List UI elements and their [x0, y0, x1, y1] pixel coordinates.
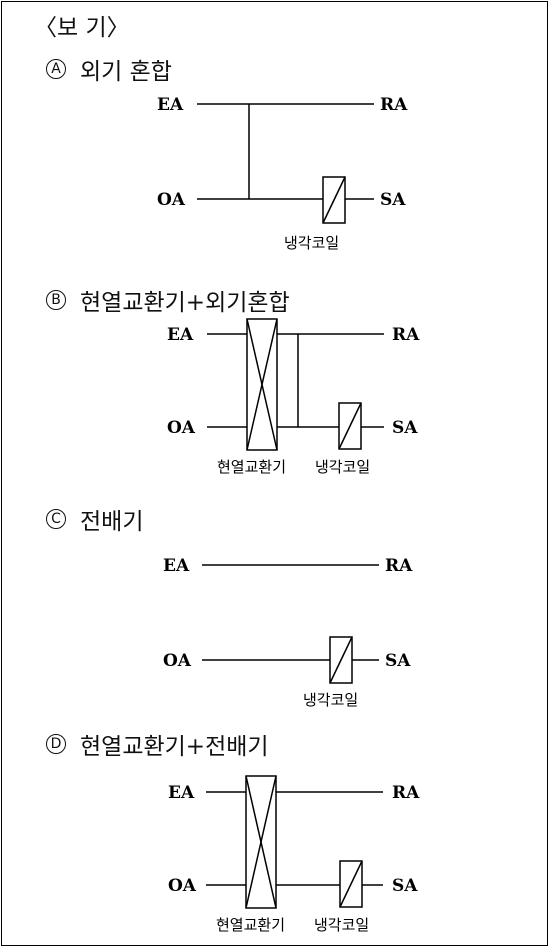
diagram-a-ra-label: RA: [380, 95, 408, 115]
header-label: 〈보 기〉: [34, 15, 130, 41]
option-d-title: D 현열교환기+전배기: [46, 727, 269, 761]
option-d-letter: D: [46, 734, 66, 754]
diagram-a-coil-diagonal: [322, 176, 346, 224]
diagram-d-hx-diagonal-2: [245, 775, 277, 909]
diagram-c-oa-label: OA: [163, 651, 192, 671]
option-c-letter: C: [46, 509, 66, 529]
diagram-b: [207, 318, 384, 451]
option-a-title: A 외기 혼합: [46, 52, 172, 86]
diagram-b-ea-label: EA: [167, 325, 194, 345]
diagram-d-coil-diagonal: [339, 860, 363, 908]
diagram-a-sa-label: SA: [380, 190, 406, 210]
option-c-text: 전배기: [80, 509, 144, 535]
diagram-d-coil-label: 냉각코일: [314, 916, 369, 934]
option-a-text: 외기 혼합: [80, 59, 172, 85]
diagram-b-hx-label: 현열교환기: [217, 458, 286, 476]
diagram-d-ra-label: RA: [392, 783, 420, 803]
diagram-d-oa-label: OA: [168, 876, 197, 896]
diagram-d-ea-label: EA: [168, 783, 195, 803]
diagram-c-coil-label: 냉각코일: [303, 691, 358, 709]
option-a-letter: A: [46, 59, 66, 79]
diagram-c-coil-diagonal: [329, 636, 353, 684]
diagram-b-sa-label: SA: [392, 418, 418, 438]
diagram-b-ra-label: RA: [392, 325, 420, 345]
diagram-a: [197, 103, 374, 224]
diagram-c-ea-label: EA: [163, 556, 190, 576]
diagram-b-coil-label: 냉각코일: [315, 458, 370, 476]
option-b-letter: B: [46, 290, 66, 310]
diagram-c-sa-label: SA: [385, 651, 411, 671]
diagram-b-coil-diagonal: [338, 402, 362, 450]
diagram-b-oa-label: OA: [167, 418, 196, 438]
diagram-d: [206, 775, 383, 909]
diagram-a-oa-label: OA: [157, 190, 186, 210]
diagram-d-hx-label: 현열교환기: [216, 916, 285, 934]
diagram-c-ra-label: RA: [385, 556, 413, 576]
diagram-a-coil-label: 냉각코일: [284, 234, 339, 252]
option-b-title: B 현열교환기+외기혼합: [46, 283, 290, 317]
option-d-text: 현열교환기+전배기: [80, 734, 269, 760]
diagram-a-ea-label: EA: [157, 95, 184, 115]
option-c-title: C 전배기: [46, 502, 143, 536]
diagram-c: [202, 564, 379, 684]
diagram-d-sa-label: SA: [392, 876, 418, 896]
diagram-b-hx-diagonal-2: [246, 318, 278, 451]
option-b-text: 현열교환기+외기혼합: [80, 290, 290, 316]
